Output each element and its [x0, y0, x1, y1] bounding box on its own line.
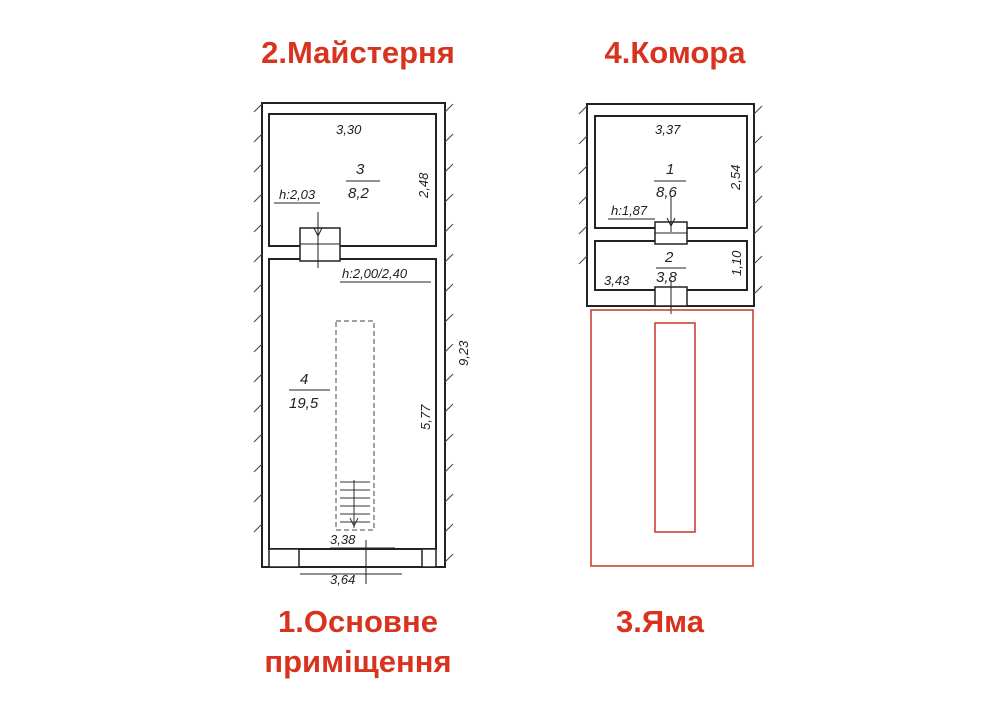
pantry-label: 4.Комора: [604, 35, 746, 70]
workshop-label: 2.Майстерня: [261, 35, 455, 70]
room2-number-label: 2: [664, 249, 674, 266]
total-length-label: 9,23: [456, 340, 471, 366]
room2-width-label: 3,43: [604, 273, 630, 288]
room4-number-label: 4: [300, 371, 308, 388]
room3-width-label: 3,30: [336, 122, 362, 137]
main-room-pit-outline: [335, 320, 375, 531]
room1-depth-label: 2,54: [728, 165, 743, 191]
room2-depth-label: 1,10: [729, 250, 744, 276]
room4-area-label: 19,5: [289, 395, 319, 412]
pit-label: 3.Яма: [616, 604, 704, 639]
right-plan: 3,37 1 8,6 2,54 h:1,87 2 3,8 3,43 1,10: [578, 103, 763, 567]
left-plan: 3,30 3 8,2 2,48 h:2,03 h:2,00/2,40 4 19,…: [253, 102, 471, 587]
room4-outline: [268, 258, 437, 550]
room3-number-label: 3: [356, 161, 365, 178]
left-outer-wall: [261, 102, 446, 568]
outer-width-label: 3,64: [330, 572, 355, 587]
main-room-label-line1: 1.Основне: [278, 604, 438, 639]
pit-outer-outline: [590, 309, 754, 567]
room1-area-label: 8,6: [656, 184, 678, 201]
room4-depth-label: 5,77: [418, 404, 433, 430]
room4-height-label: h:2,00/2,40: [342, 266, 408, 281]
main-room-label-line2: приміщення: [264, 644, 452, 679]
room3-depth-label: 2,48: [416, 172, 431, 199]
room1-number-label: 1: [666, 161, 674, 178]
room2-area-label: 3,8: [656, 269, 678, 286]
room3-outline: [268, 113, 437, 247]
pit-inner-outline: [654, 322, 696, 533]
inner-width-label: 3,38: [330, 532, 356, 547]
pit-steps: [340, 480, 370, 528]
room1-width-label: 3,37: [655, 122, 681, 137]
room3-area-label: 8,2: [348, 185, 370, 202]
right-door-height-label: h:1,87: [611, 203, 648, 218]
left-door-height-label: h:2,03: [279, 187, 316, 202]
